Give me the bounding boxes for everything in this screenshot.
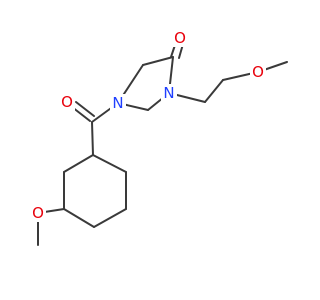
bond-ring-4: [63, 208, 95, 228]
carbonyl-oxygen-label: O: [174, 29, 186, 47]
bond-ring-3: [93, 208, 127, 228]
atom-carbonyl-oxygen: O: [172, 29, 188, 47]
amide-oxygen-label: O: [61, 93, 73, 111]
bond-c5-c4: [142, 56, 174, 66]
methoxy-oxygen-ring-label: O: [32, 204, 44, 222]
bond-camide-ring: [91, 121, 94, 156]
bond-ring-6: [63, 154, 94, 173]
bond-ca-cb: [204, 79, 224, 103]
atom-ring-n3: N: [161, 84, 177, 102]
bond-ring-1: [92, 154, 127, 173]
atom-ring-n1: N: [110, 94, 126, 112]
atom-amide-oxygen: O: [59, 93, 75, 111]
bond-camide-o-double-b: [75, 101, 95, 117]
molecule-structure: O N N O O O: [30, 29, 288, 246]
ether-oxygen-chain-label: O: [252, 63, 264, 81]
atom-methoxy-oxygen-ring: O: [30, 204, 46, 222]
ring-n1-label: N: [112, 94, 123, 112]
ring-n3-label: N: [163, 84, 174, 102]
atom-ether-oxygen-chain: O: [250, 63, 266, 81]
